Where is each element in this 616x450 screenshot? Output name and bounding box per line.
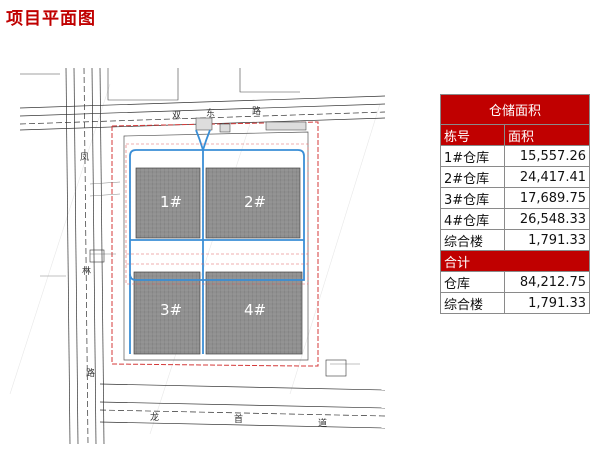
road-label: 龙 — [150, 411, 159, 423]
row-name: 3#仓库 — [440, 187, 505, 209]
column-header-area: 面积 — [503, 124, 591, 146]
bottom-road — [99, 383, 386, 429]
road-label: 路 — [252, 105, 261, 117]
pipe-network — [129, 129, 305, 354]
annotations — [40, 181, 360, 365]
column-header-building: 栋号 — [440, 124, 505, 146]
building-2-label: 2# — [244, 193, 266, 211]
road-label: 双 — [172, 110, 181, 121]
row-name: 综合楼 — [440, 229, 505, 251]
row-name: 2#仓库 — [440, 166, 505, 188]
road-label: 路 — [86, 367, 95, 379]
top-blocks — [20, 68, 300, 101]
site-inner-boundary — [123, 131, 309, 361]
table-header-row: 栋号 面积 — [440, 124, 591, 146]
row-value: 1,791.33 — [503, 292, 591, 314]
building-1-label: 1# — [160, 193, 182, 211]
building-1 — [135, 167, 201, 239]
row-name: 1#仓库 — [440, 145, 505, 167]
row-value: 15,557.26 — [503, 145, 591, 167]
building-3-label: 3# — [160, 301, 182, 319]
left-road — [65, 67, 105, 445]
road-label: 凤 — [80, 152, 89, 163]
building-3 — [133, 271, 201, 355]
total-label: 合计 — [439, 250, 591, 272]
table-row: 仓库 84,212.75 — [440, 271, 591, 293]
row-value: 26,548.33 — [503, 208, 591, 230]
road-label: 林 — [82, 265, 91, 277]
table-row: 3#仓库 17,689.75 — [440, 187, 591, 209]
fire-lane — [125, 143, 309, 285]
row-name: 4#仓库 — [440, 208, 505, 230]
row-name: 仓库 — [440, 271, 505, 293]
table-title: 仓储面积 — [439, 94, 591, 125]
table-total-header-row: 合计 — [439, 250, 591, 272]
page-title: 项目平面图 — [6, 9, 96, 29]
row-value: 24,417.41 — [503, 166, 591, 188]
row-value: 17,689.75 — [503, 187, 591, 209]
row-name: 综合楼 — [440, 292, 505, 314]
table-row: 综合楼 1,791.33 — [440, 229, 591, 251]
gate-structures — [195, 117, 307, 133]
watermark — [9, 83, 381, 435]
road-label: 首 — [234, 413, 243, 425]
road-label: 道 — [318, 417, 327, 429]
road-label: 东 — [206, 107, 215, 119]
left-entrance-box — [89, 249, 105, 263]
building-2 — [205, 167, 301, 239]
warehouse-area-table: 仓储面积 栋号 面积 1#仓库 15,557.26 2#仓库 24,417.41… — [439, 94, 591, 314]
row-value: 84,212.75 — [503, 271, 591, 293]
table-row: 2#仓库 24,417.41 — [440, 166, 591, 188]
table-title-row: 仓储面积 — [439, 94, 591, 125]
table-row: 1#仓库 15,557.26 — [440, 145, 591, 167]
bottom-right-box — [325, 359, 347, 377]
table-row: 4#仓库 26,548.33 — [440, 208, 591, 230]
site-plan: 1# 2# 3# 4# 双 东 路 凤 林 路 龙 首 道 — [9, 67, 386, 445]
building-4 — [205, 271, 303, 355]
table-row: 综合楼 1,791.33 — [440, 292, 591, 314]
row-value: 1,791.33 — [503, 229, 591, 251]
building-4-label: 4# — [244, 301, 266, 319]
